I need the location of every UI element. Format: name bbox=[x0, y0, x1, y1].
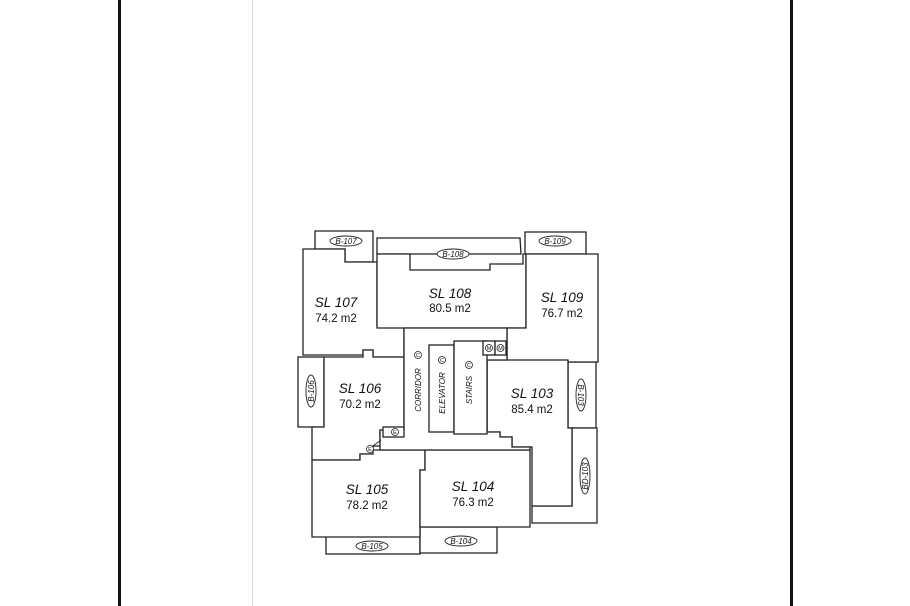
meter-icon bbox=[496, 344, 505, 352]
svg-text:M: M bbox=[498, 346, 503, 352]
small-utility: E E bbox=[366, 426, 405, 453]
balcony-label: BD-103 bbox=[581, 462, 590, 490]
unit-name: SL 109 bbox=[541, 290, 584, 305]
unit-area: 78.2 m2 bbox=[346, 500, 388, 512]
common-area-icon bbox=[414, 351, 422, 359]
balcony-label: B-105 bbox=[361, 542, 383, 551]
fold-line bbox=[252, 0, 253, 606]
unit-area: 70.2 m2 bbox=[339, 399, 381, 411]
unit-area: 74.2 m2 bbox=[315, 313, 357, 325]
unit-name: SL 103 bbox=[511, 386, 554, 401]
unit-area: 76.7 m2 bbox=[541, 308, 583, 320]
unit-sl104: SL 104 76.3 m2 bbox=[419, 449, 531, 528]
svg-text:E: E bbox=[393, 430, 397, 436]
unit-name: SL 108 bbox=[429, 286, 472, 301]
unit-name: SL 105 bbox=[346, 482, 389, 497]
svg-text:C: C bbox=[416, 353, 420, 359]
unit-area: 85.4 m2 bbox=[511, 404, 553, 416]
unit-name: SL 104 bbox=[452, 479, 495, 494]
unit-area: 76.3 m2 bbox=[452, 497, 494, 509]
corridor-label: CORRIDOR bbox=[414, 368, 423, 412]
balcony-b103: B-103 bbox=[567, 361, 597, 429]
svg-text:E: E bbox=[368, 447, 372, 453]
meter-boxes: M M bbox=[482, 340, 507, 356]
balcony-label: B-103 bbox=[576, 384, 585, 406]
unit-area: 80.5 m2 bbox=[429, 303, 471, 315]
svg-text:C: C bbox=[467, 363, 471, 369]
balcony-label: B-108 bbox=[442, 250, 464, 259]
balcony-label: B-104 bbox=[450, 537, 472, 546]
core-elevator: C ELEVATOR bbox=[428, 344, 455, 433]
common-area-icon bbox=[438, 356, 446, 364]
e-symbol-icon bbox=[366, 445, 374, 453]
svg-text:C: C bbox=[440, 358, 444, 364]
core-stairs: C STAIRS bbox=[453, 340, 488, 435]
balcony-b109: B-109 bbox=[524, 231, 587, 255]
balcony-b106: B-106 bbox=[297, 356, 325, 428]
stairs-label: STAIRS bbox=[465, 375, 474, 404]
balcony-label: B-109 bbox=[544, 237, 566, 246]
balcony-b104: B-104 bbox=[419, 526, 498, 554]
e-symbol-icon bbox=[391, 428, 399, 436]
unit-sl105: SL 105 78.2 m2 bbox=[311, 449, 426, 538]
common-area-icon bbox=[465, 361, 473, 369]
unit-sl106: SL 106 70.2 m2 bbox=[311, 349, 405, 461]
unit-name: SL 106 bbox=[339, 381, 382, 396]
elevator-label: ELEVATOR bbox=[438, 372, 447, 414]
unit-sl108: SL 108 80.5 m2 bbox=[376, 253, 527, 329]
page-border-right bbox=[790, 0, 793, 606]
page-border-left bbox=[118, 0, 121, 606]
balcony-b108: B-108 bbox=[376, 237, 522, 260]
balcony-label: B-106 bbox=[307, 380, 316, 402]
balcony-b105: B-105 bbox=[325, 535, 421, 555]
meter-icon bbox=[485, 344, 493, 352]
balcony-label: B-107 bbox=[335, 237, 357, 246]
unit-name: SL 107 bbox=[315, 295, 358, 310]
svg-text:M: M bbox=[487, 346, 492, 352]
unit-sl107: SL 107 74.2 m2 bbox=[302, 248, 405, 358]
unit-sl103: SL 103 85.4 m2 bbox=[486, 359, 573, 507]
